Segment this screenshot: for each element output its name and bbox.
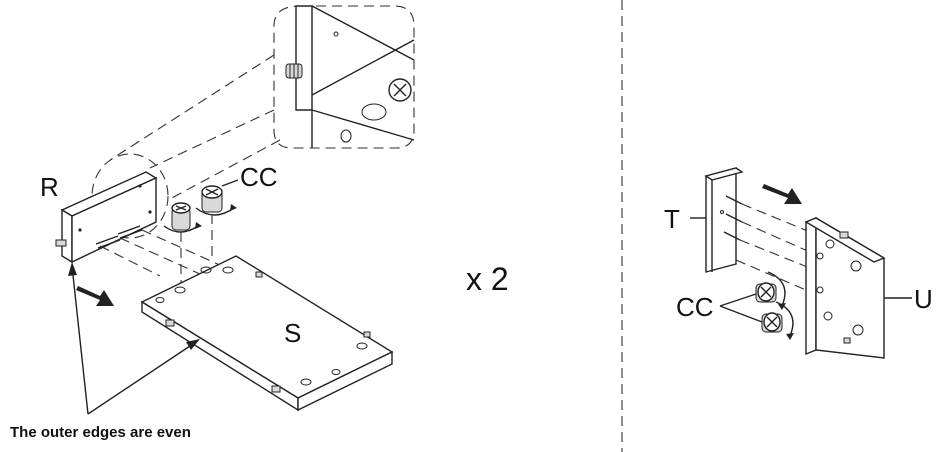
panel-s (140, 255, 394, 412)
panel-r-dowel (55, 239, 67, 247)
label-u: U (914, 284, 933, 314)
multiplier-label: x 2 (466, 261, 509, 297)
direction-arrow-right (762, 184, 802, 204)
panel-s-dowel-4 (363, 331, 371, 338)
inset-edge-hole (340, 129, 352, 143)
cam-lock-right-2 (761, 301, 794, 340)
rotate-arrow-right-1 (767, 271, 786, 307)
alignment-lines-right (735, 203, 811, 291)
panel-t (704, 167, 744, 273)
label-cc-right: CC (676, 292, 714, 322)
label-r: R (40, 172, 59, 202)
panel-r (55, 171, 158, 264)
panel-s-dowel-2 (271, 385, 281, 393)
caption-outer-edges: The outer edges are even (10, 424, 191, 441)
panel-u-dowel-1 (839, 231, 849, 239)
panel-s-dowel-3 (255, 271, 263, 278)
cc-right-leaders (719, 293, 763, 323)
inset-cam-cross (393, 83, 407, 97)
magnification-lines (109, 54, 281, 201)
inset-panel-bottom (311, 109, 415, 141)
cam-lock-left-2 (195, 185, 237, 216)
panel-u-dowel-2 (843, 337, 851, 344)
detail-focus-circle (91, 153, 169, 239)
panel-r-screw-2 (117, 225, 143, 239)
inset-small-hole (333, 31, 339, 37)
rotate-arrow-right-2 (775, 301, 794, 337)
label-s: S (284, 318, 301, 348)
inset-panel-top (311, 5, 415, 61)
leader-cc-left (221, 179, 239, 187)
left-assembly-step: R CC (10, 5, 415, 441)
inset-hole (361, 103, 387, 121)
label-cc-left: CC (240, 162, 278, 192)
right-assembly-step: T U (664, 167, 933, 359)
alignment-lines-left (99, 214, 223, 286)
label-t: T (664, 204, 680, 234)
inset-panel-edge (295, 5, 313, 111)
detail-inset (273, 5, 415, 149)
cam-lock-right-1 (755, 271, 786, 310)
panel-s-dowel-1 (165, 319, 175, 327)
detail-inset-frame (273, 5, 415, 149)
caption-pointer-arrows (68, 262, 200, 415)
panel-t-screws (723, 195, 743, 241)
cam-lock-left-1 (163, 202, 202, 233)
direction-arrow-left (76, 286, 114, 306)
inset-shelf-line (311, 39, 415, 96)
panel-u (804, 216, 886, 359)
